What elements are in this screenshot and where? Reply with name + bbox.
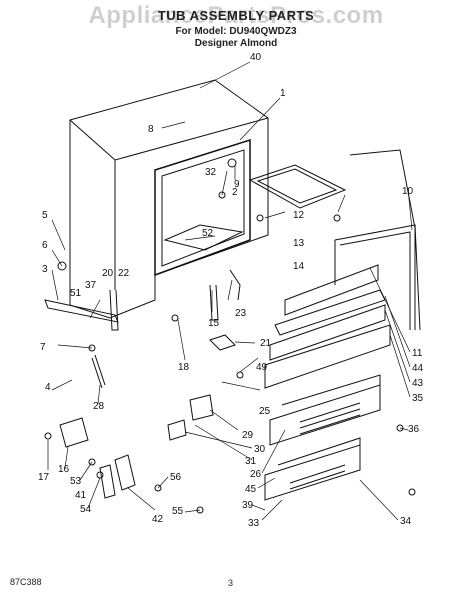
callout-16: 16 — [58, 464, 70, 475]
callout-52: 52 — [202, 228, 214, 239]
fastener-41 — [96, 471, 104, 479]
callout-29: 29 — [242, 430, 254, 441]
callout-2: 2 — [232, 187, 238, 198]
callout-32: 32 — [205, 167, 217, 178]
page-number: 3 — [228, 578, 234, 588]
callout-10: 10 — [402, 186, 414, 197]
color-line: Designer Almond — [194, 38, 278, 49]
callout-28: 28 — [93, 401, 105, 412]
door-gasket — [334, 224, 421, 331]
callout-41: 41 — [75, 490, 87, 501]
fastener-56 — [154, 484, 162, 492]
callout-56: 56 — [170, 472, 182, 483]
fastener-53 — [88, 458, 96, 466]
spring-28 — [91, 354, 106, 389]
hinge-left — [44, 299, 119, 323]
tub-floor — [163, 224, 244, 251]
callout-25: 25 — [259, 406, 271, 417]
top-gasket-inner — [256, 168, 338, 204]
hose-20 — [109, 289, 119, 331]
callout-30: 30 — [254, 444, 266, 455]
callout-45: 45 — [245, 484, 257, 495]
footer-code: 87C388 — [10, 577, 42, 587]
callout-7: 7 — [40, 342, 46, 353]
callout-18: 18 — [178, 362, 190, 373]
callout-55: 55 — [172, 506, 184, 517]
callout-11: 11 — [412, 348, 423, 359]
toe-plate-26 — [269, 384, 381, 446]
callout-14: 14 — [293, 261, 305, 272]
callout-42: 42 — [152, 514, 164, 525]
callout-26: 26 — [250, 469, 262, 480]
drain-hose-23 — [229, 269, 241, 301]
vent-grill-2 — [289, 464, 346, 490]
callout-23: 23 — [235, 308, 247, 319]
fastener-49 — [236, 371, 244, 379]
fastener-32 — [218, 191, 226, 199]
cover-30 — [167, 419, 187, 441]
callout-44: 44 — [412, 363, 424, 374]
callout-49: 49 — [256, 362, 268, 373]
fastener-6 — [57, 261, 67, 271]
tub-top-edge — [69, 117, 269, 161]
toe-plate-26b — [281, 374, 381, 406]
fastener-17 — [44, 432, 52, 440]
callout-36: 36 — [408, 424, 420, 435]
callout-43: 43 — [412, 378, 424, 389]
fastener-13 — [256, 214, 264, 222]
valve-29 — [189, 394, 214, 421]
callout-4: 4 — [45, 382, 51, 393]
callout-15: 15 — [208, 318, 220, 329]
callout-1: 1 — [280, 88, 286, 99]
callout-34: 34 — [400, 516, 412, 527]
callout-13: 13 — [293, 238, 305, 249]
page-title: TUB ASSEMBLY PARTS — [157, 8, 315, 23]
callout-6: 6 — [42, 240, 48, 251]
callout-54: 54 — [80, 504, 92, 515]
bracket-16 — [59, 417, 89, 448]
callout-39: 39 — [242, 500, 254, 511]
fastener-9 — [227, 158, 237, 168]
callout-21: 21 — [260, 338, 272, 349]
callout-53: 53 — [70, 476, 82, 487]
fastener-55 — [196, 506, 204, 514]
door-gasket-2 — [339, 231, 411, 330]
callout-40: 40 — [250, 52, 262, 63]
gasket-long — [349, 149, 416, 229]
toe-plate-45b — [277, 437, 361, 466]
tub-inner-frame — [161, 149, 245, 267]
toe-plate-45 — [264, 444, 361, 501]
callout-9: 9 — [234, 179, 240, 190]
bracket-42 — [114, 454, 136, 491]
callout-51: 51 — [70, 288, 82, 299]
callout-22: 22 — [118, 268, 130, 279]
panel-35 — [264, 324, 391, 389]
tub-front-frame — [154, 138, 251, 277]
callout-33: 33 — [248, 518, 260, 529]
plate-21 — [209, 334, 236, 351]
callout-8: 8 — [148, 124, 154, 135]
hose-15 — [209, 284, 219, 321]
watermark: AppliancePartsPros.com — [88, 2, 384, 29]
callout-12: 12 — [293, 210, 305, 221]
model-line: For Model: DU940QWDZ3 — [175, 26, 297, 37]
callout-31: 31 — [245, 456, 257, 467]
callout-3: 3 — [42, 264, 48, 275]
fastener-36 — [396, 424, 404, 432]
callout-5: 5 — [42, 210, 48, 221]
panel-43 — [269, 304, 386, 361]
callout-37: 37 — [85, 280, 97, 291]
callout-17: 17 — [38, 472, 50, 483]
bracket-54 — [99, 464, 116, 499]
fastener-18 — [171, 314, 179, 322]
fastener-36b — [408, 488, 416, 496]
callout-35: 35 — [412, 393, 424, 404]
callout-20: 20 — [102, 268, 114, 279]
fastener-14 — [333, 214, 341, 222]
vent-grill — [299, 402, 361, 435]
vent-panel — [284, 264, 379, 316]
top-gasket — [248, 164, 347, 209]
